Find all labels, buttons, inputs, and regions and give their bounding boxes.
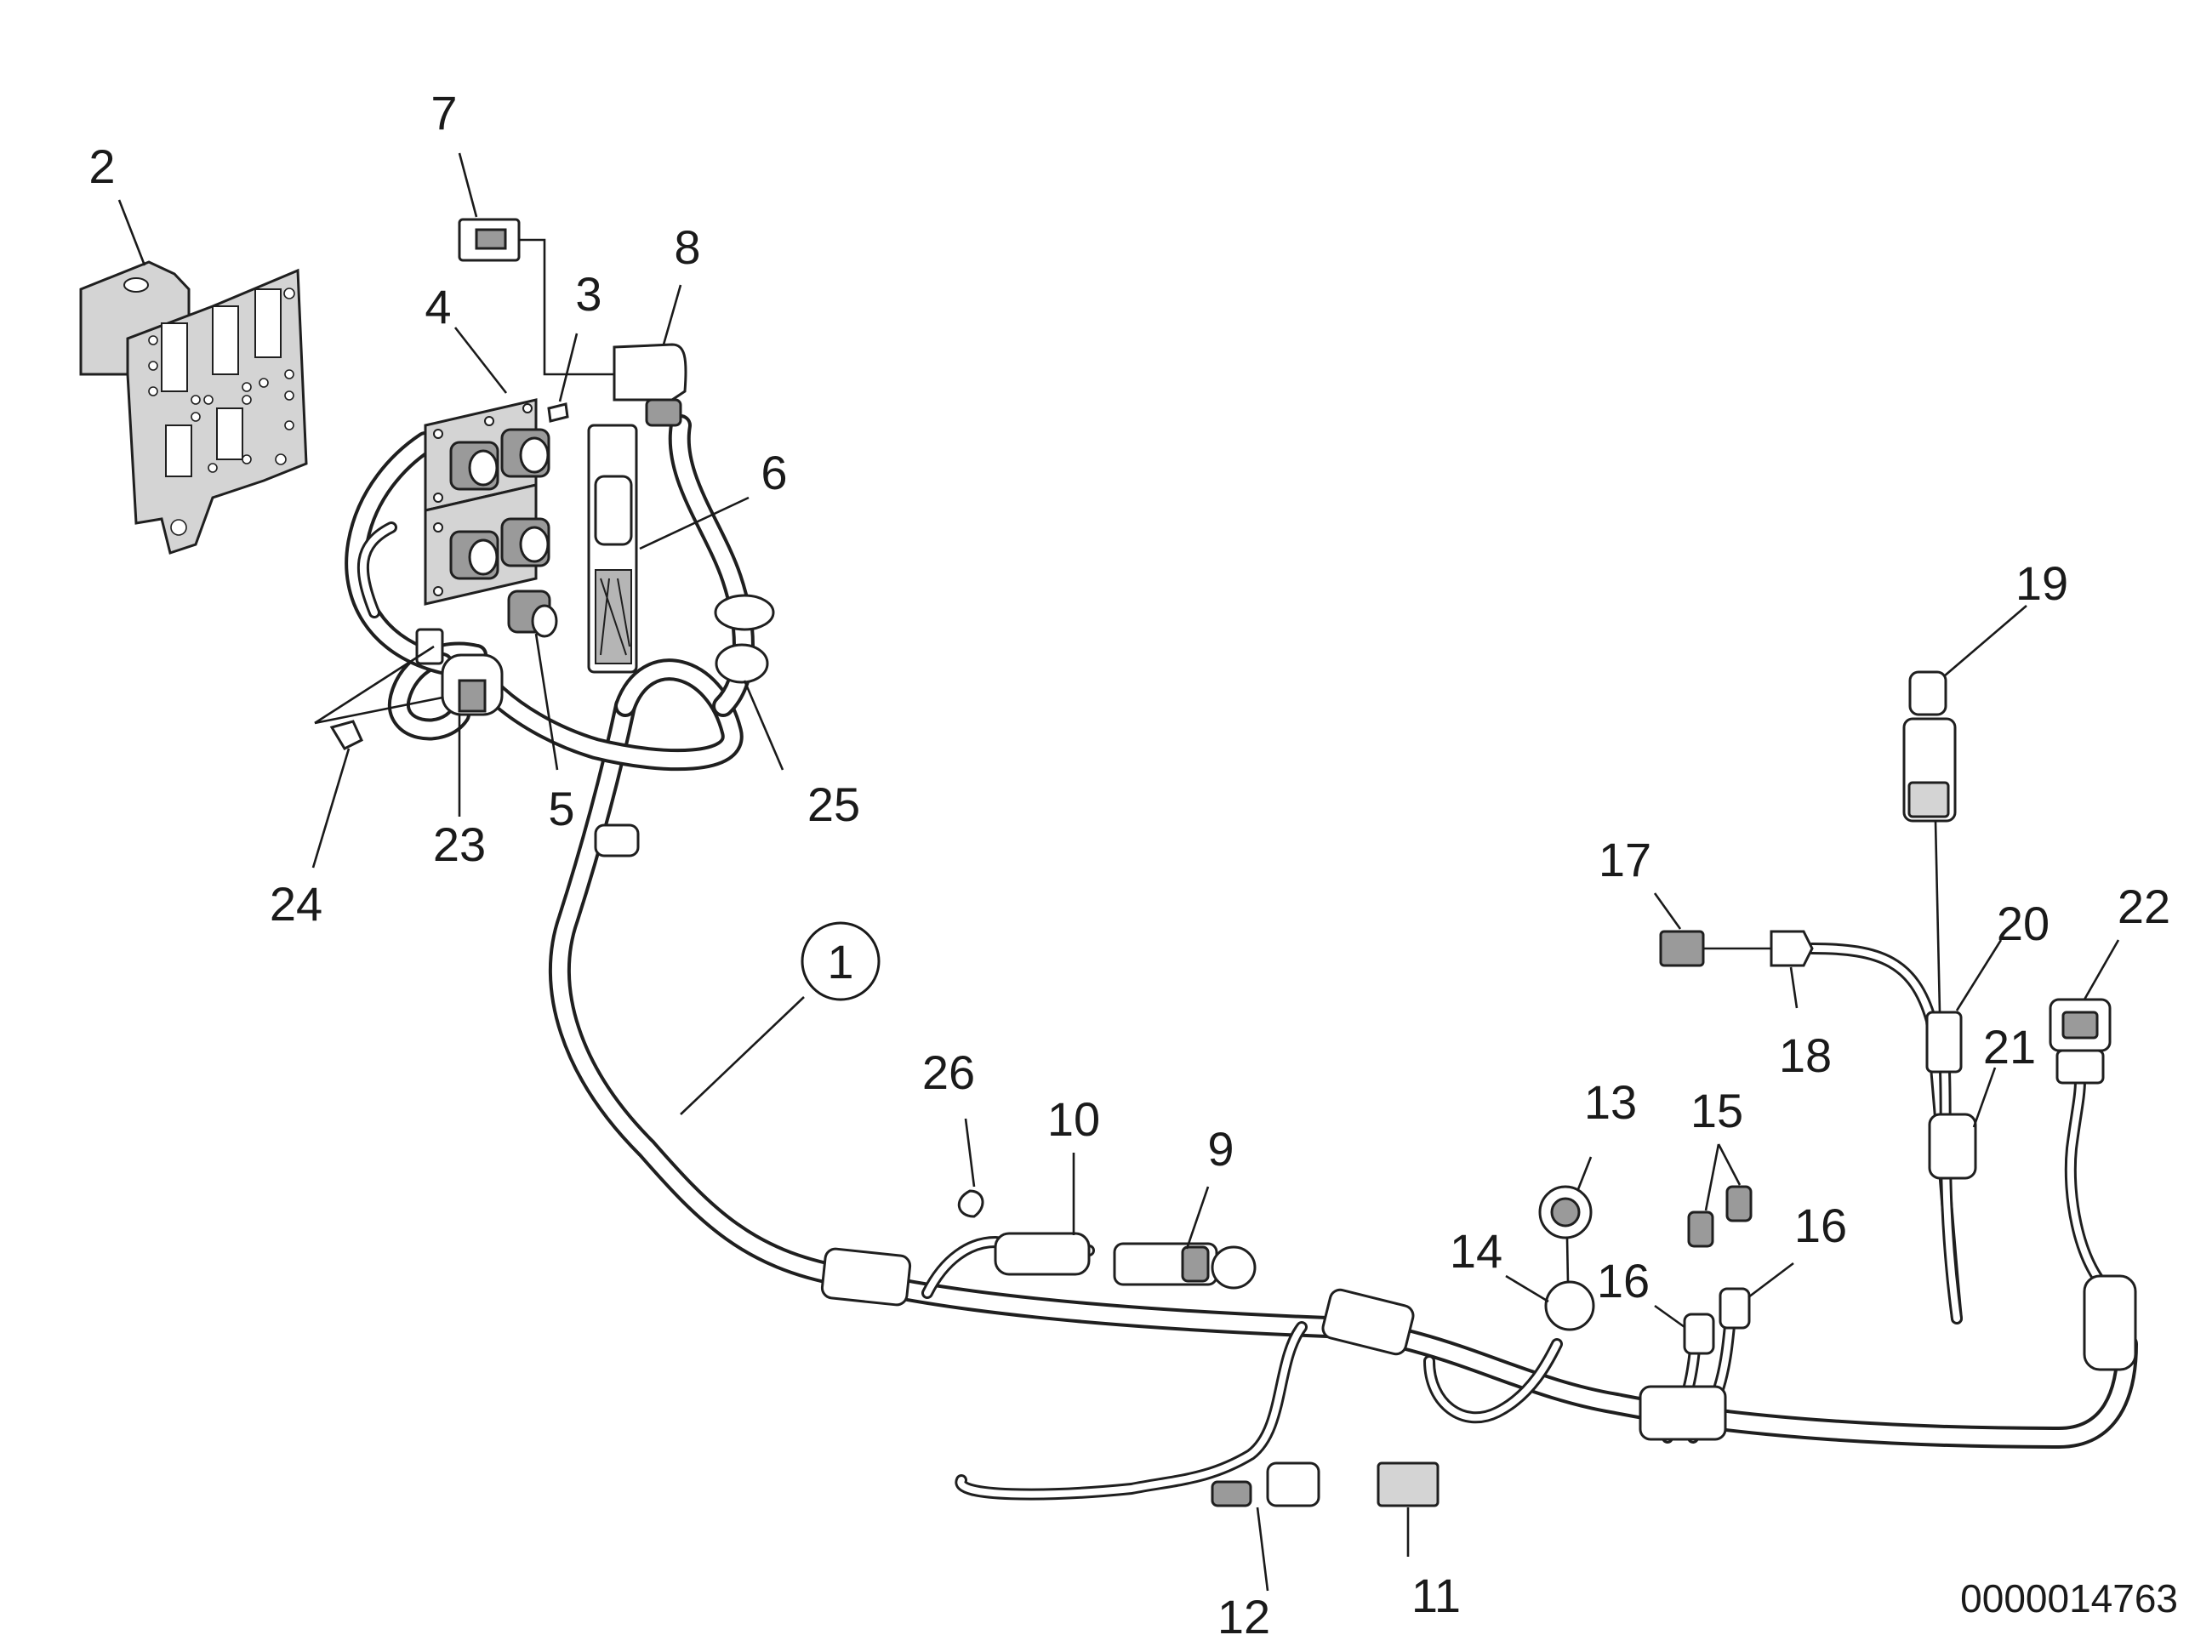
harness-sleeves [594,823,2137,1441]
callout-18: 18 [1779,1028,1832,1082]
callout-10: 10 [1047,1092,1100,1146]
callout-22: 22 [2118,880,2170,933]
callout-23: 23 [433,817,486,871]
ground-clamp [314,594,775,750]
callout-8: 8 [674,220,700,274]
shielded-sleeve [587,424,638,674]
callout-11: 11 [1411,1569,1461,1622]
callout-26: 26 [922,1045,975,1099]
connector-19-20-21 [1902,670,1977,1180]
callout-16a: 16 [1597,1254,1650,1307]
callout-15: 15 [1690,1084,1743,1137]
connector-22 [2049,998,2112,1085]
callout-25: 25 [807,778,860,831]
callout-2: 2 [88,140,115,193]
callout-17: 17 [1599,833,1651,886]
callout-21: 21 [1983,1020,2036,1074]
leader-lines [117,152,2120,1592]
callout-19: 19 [2015,556,2068,610]
connector-11-12 [1211,1461,1440,1507]
connector-17-18 [1659,930,1814,967]
figure-number: 0000014763 [1960,1576,2178,1621]
callout-circle-1 [801,921,881,1001]
callout-16b: 16 [1794,1199,1847,1252]
connector-8 [613,343,687,427]
callout-5: 5 [548,782,574,835]
callout-4: 4 [425,280,451,333]
connector-7 [458,218,614,376]
callout-20: 20 [1997,897,2050,950]
callout-14: 14 [1450,1224,1502,1278]
callout-7: 7 [430,86,457,140]
connector-9-10 [958,1189,1257,1290]
callout-1: 1 [827,935,853,988]
callout-12: 12 [1217,1590,1270,1643]
callout-9: 9 [1207,1122,1234,1176]
callout-13: 13 [1584,1075,1637,1129]
connector-15-16 [1683,1185,1753,1355]
callout-labels: 1 2 3 4 5 6 7 8 9 10 11 12 13 14 15 16 1… [88,86,2170,1643]
relay-panel [424,398,569,638]
mounting-bracket [79,260,308,555]
connector-13-14 [1538,1185,1595,1331]
callout-6: 6 [761,446,787,499]
callout-3: 3 [575,267,601,321]
callout-24: 24 [270,877,322,931]
